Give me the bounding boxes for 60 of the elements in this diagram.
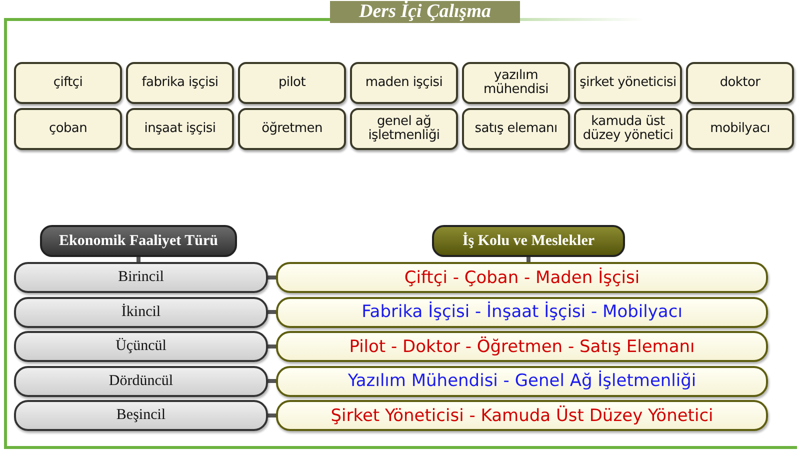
node-text: Üçüncül <box>116 338 166 355</box>
node-text: Pilot - Doktor - Öğretmen - Satış Elemanı <box>349 336 695 356</box>
node-text: kamuda üst düzey yönetici <box>582 115 674 143</box>
activity-type-row <box>14 400 268 431</box>
occupation-card <box>574 108 682 150</box>
column-header <box>432 225 625 257</box>
connector-line <box>268 379 276 383</box>
node-text: doktor <box>720 76 760 90</box>
node-text: öğretmen <box>262 122 322 136</box>
connector-line <box>268 310 276 314</box>
occupations-row <box>276 262 768 293</box>
column-header <box>40 225 237 257</box>
node-text: Beşincil <box>116 407 166 424</box>
node-text: yazılım mühendisi <box>482 69 550 97</box>
connector-line <box>136 257 140 262</box>
node-text: maden işçisi <box>365 76 443 90</box>
node-text: Çiftçi - Çoban - Maden İşçisi <box>404 268 640 288</box>
occupation-card <box>350 108 458 150</box>
occupation-card <box>238 62 346 104</box>
node-text: İkincil <box>121 304 161 320</box>
occupation-card <box>574 62 682 104</box>
activity-type-row <box>14 331 268 362</box>
occupation-card <box>238 108 346 150</box>
node-text: fabrika işçisi <box>142 76 218 90</box>
node-text: genel ağ işletmenliği <box>367 115 441 143</box>
occupation-card <box>14 62 122 104</box>
activity-type-row <box>14 262 268 293</box>
occupation-card <box>126 62 234 104</box>
node-text: Ekonomik Faaliyet Türü <box>59 232 218 250</box>
occupation-card <box>686 62 794 104</box>
node-text: şirket yöneticisi <box>580 76 676 90</box>
connector-line <box>526 257 530 262</box>
occupations-row <box>276 331 768 362</box>
node-text: pilot <box>278 76 306 90</box>
occupation-card <box>462 62 570 104</box>
occupation-card <box>350 62 458 104</box>
title-tab: Ders İçi Çalışma <box>330 1 520 23</box>
node-text: Fabrika İşçisi - İnşaat İşçisi - Mobilyacı <box>362 302 682 322</box>
occupation-card <box>686 108 794 150</box>
connector-line <box>268 276 276 280</box>
node-text: çiftçi <box>53 76 83 90</box>
activity-type-row <box>14 366 268 396</box>
node-text: mobilyacı <box>710 122 770 136</box>
node-text: Birincil <box>118 269 164 286</box>
node-text: inşaat işçisi <box>144 122 216 136</box>
connector-line <box>268 344 276 348</box>
node-text: Yazılım Mühendisi - Genel Ağ İşletmenliği <box>348 371 696 391</box>
occupations-row <box>276 366 768 396</box>
node-text: çoban <box>48 122 88 136</box>
occupation-card <box>462 108 570 150</box>
occupation-card <box>14 108 122 150</box>
node-text: satış elemanı <box>474 122 558 136</box>
occupation-card <box>126 108 234 150</box>
node-text: İş Kolu ve Meslekler <box>462 232 595 250</box>
occupations-row <box>276 296 768 328</box>
node-text: Dördüncül <box>108 372 174 390</box>
occupations-row <box>276 400 768 431</box>
connector-line <box>268 414 276 418</box>
activity-type-row <box>14 296 268 328</box>
node-text: Şirket Yöneticisi - Kamuda Üst Düzey Yönetici <box>330 406 714 426</box>
